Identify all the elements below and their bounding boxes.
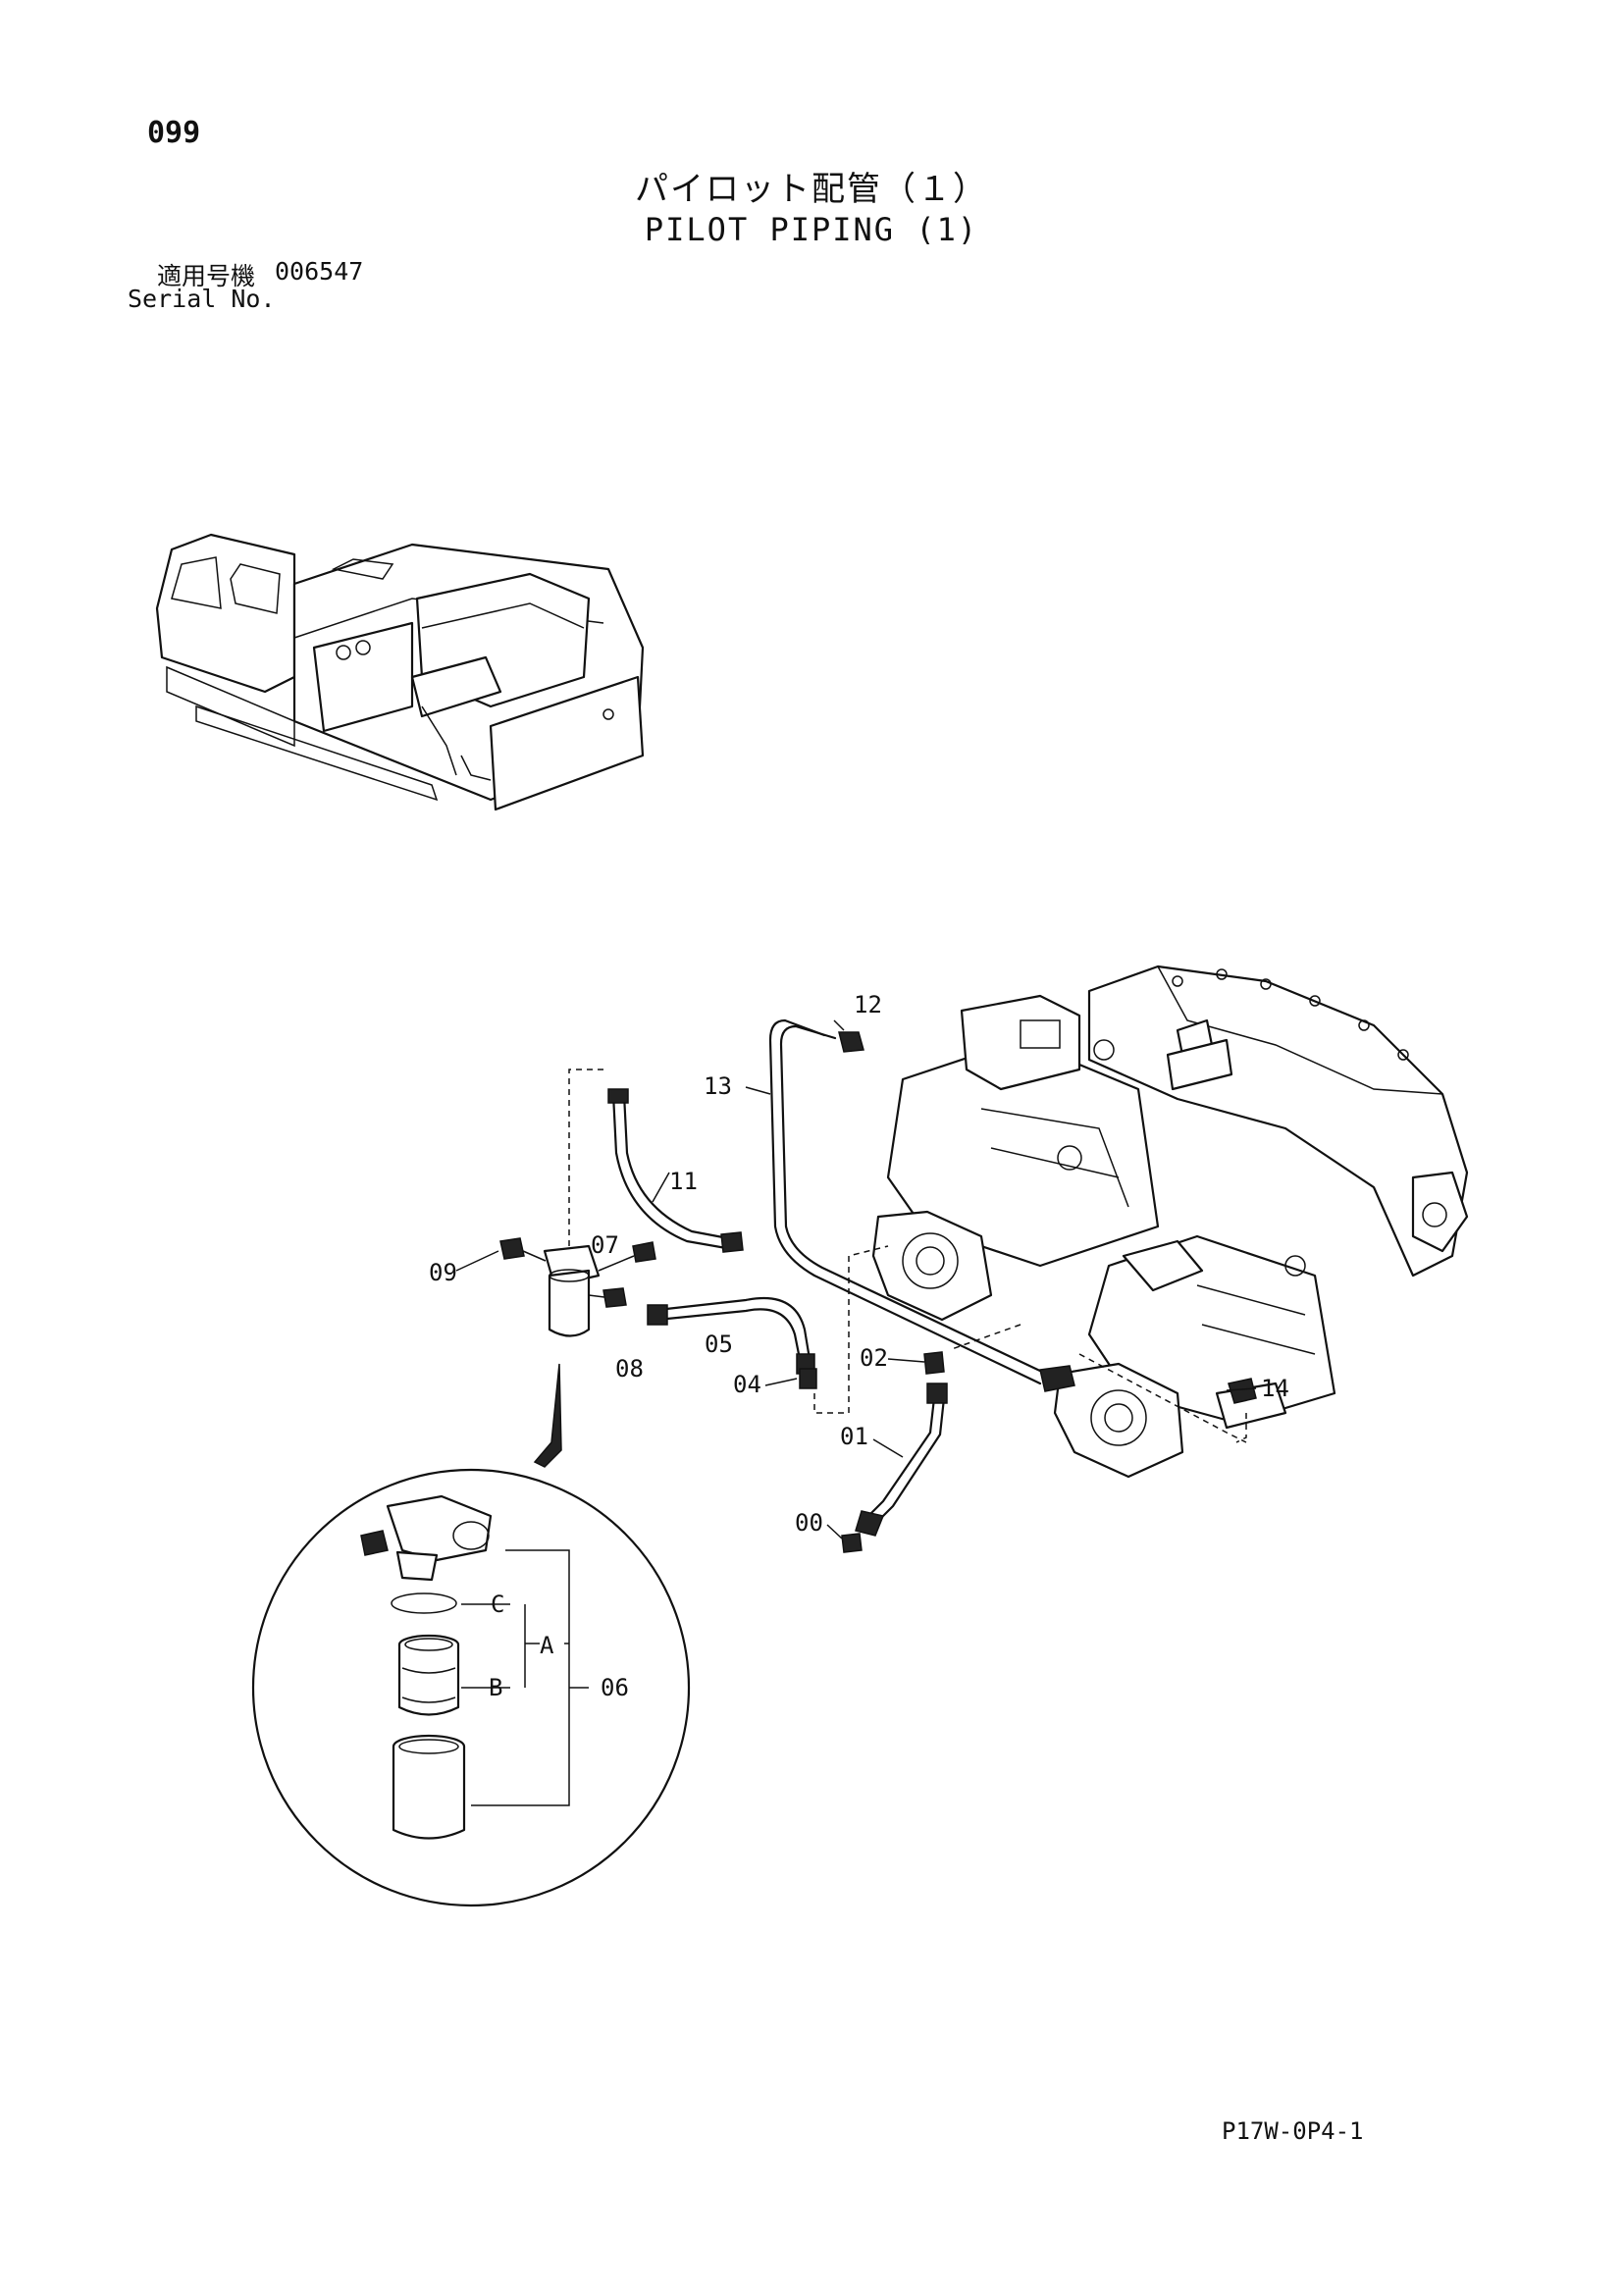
callout-04: 04 bbox=[733, 1371, 761, 1398]
callout-05: 05 bbox=[705, 1331, 733, 1358]
serial-label-english: Serial No. bbox=[128, 285, 276, 313]
callout-13: 13 bbox=[704, 1072, 732, 1100]
excavator-overview-drawing bbox=[155, 533, 645, 811]
callout-12: 12 bbox=[854, 991, 882, 1018]
page-number: 099 bbox=[147, 116, 201, 150]
callout-14: 14 bbox=[1261, 1375, 1289, 1402]
callout-A: A bbox=[540, 1632, 554, 1659]
callout-09: 09 bbox=[429, 1259, 457, 1286]
drawing-code: P17W-0P4-1 bbox=[1222, 2117, 1364, 2145]
pilot-piping-lines bbox=[568, 1018, 1257, 1553]
page-title-english: PILOT PIPING (1) bbox=[644, 211, 979, 248]
callout-00: 00 bbox=[795, 1509, 823, 1537]
callout-11: 11 bbox=[669, 1168, 698, 1195]
page-title-japanese: パイロット配管（１） bbox=[635, 170, 988, 209]
hydraulic-pump-assembly-drawing bbox=[871, 965, 1469, 1479]
filter-detail-callout bbox=[251, 1468, 691, 1907]
serial-number-value: 006547 bbox=[275, 257, 364, 286]
callout-07: 07 bbox=[591, 1231, 619, 1259]
callout-B: B bbox=[489, 1674, 502, 1701]
serial-label-japanese: 適用号機 bbox=[157, 262, 256, 290]
callout-02: 02 bbox=[860, 1344, 888, 1372]
pilot-filter-drawing bbox=[499, 1237, 656, 1468]
callout-01: 01 bbox=[840, 1423, 868, 1450]
callout-08: 08 bbox=[615, 1355, 644, 1383]
callout-06: 06 bbox=[601, 1674, 629, 1701]
callout-C: C bbox=[491, 1591, 504, 1618]
